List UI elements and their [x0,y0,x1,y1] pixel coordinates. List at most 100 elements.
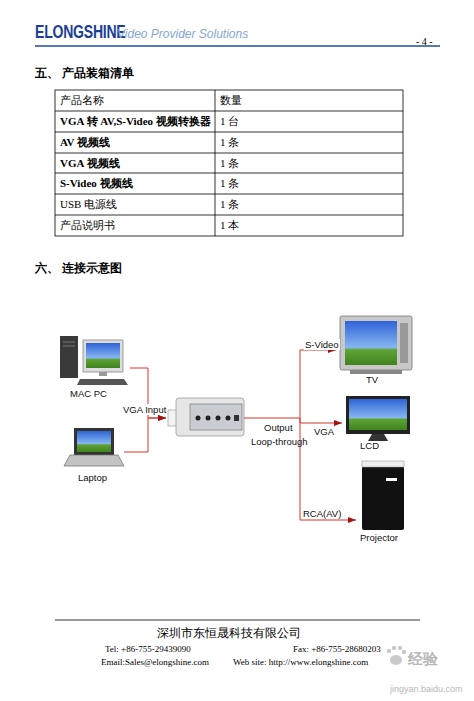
contact-text: Email:Sales@elongshine.com [101,657,209,668]
signal-wire [300,418,356,520]
table-cell: VGA 视频线 [60,157,120,170]
converter-box-part [226,416,231,421]
company-name: 深圳市东恒晟科技有限公司 [157,627,301,641]
contact-text: Tel: +86-755-29439090 [105,644,191,655]
projector-part [362,466,404,530]
signal-label: RCA(AV) [302,508,342,519]
desktop-computer-part [63,346,75,347]
watermark-paw-part [398,646,402,650]
desktop-computer-part [77,379,128,385]
converter-node: OutputLoop-through [166,393,300,451]
laptop-computer-part [74,428,114,455]
watermark-paw [387,646,406,665]
watermark-paw-part [387,649,391,653]
table-cell: VGA 转 AV,S-Video 视频转换器 [60,115,211,128]
signal-wire [300,418,342,423]
device-caption: Output [264,422,293,433]
table-cell: 1 条 [220,136,239,149]
lcd-monitor-part [368,434,388,441]
device-caption: LCD [360,440,379,451]
device-caption: Loop-through [251,436,308,447]
projector-part [362,461,404,467]
device-caption: Projector [360,532,398,543]
tv-set-part [400,323,408,363]
watermark-paw-part [390,655,402,665]
footer-rule [55,620,420,621]
table-grid-part [215,90,216,236]
watermark: jingyan.baidu.com [390,684,463,695]
watermark-paw-part [402,650,406,654]
desktop-computer-part [99,372,107,376]
lcd-node: LCD [342,392,414,454]
watermark: 经验 [408,650,438,668]
device-caption: TV [366,374,378,385]
table-cell: 1 条 [220,177,239,190]
table-cell: 数量 [220,94,242,107]
lcd-monitor-part [346,396,410,434]
signal-label: VGA [313,426,335,437]
table-cell: 1 条 [220,198,239,211]
output-wire-part [244,418,300,419]
table-grid-part [55,194,403,195]
section-heading: 五、 产品装箱清单 [35,66,134,80]
converter-box-part [216,416,221,421]
table-grid-part [55,215,403,216]
header-rule [35,46,440,47]
contact-text: Fax: +86-755-28680203 [293,644,381,655]
device-caption: Laptop [78,472,107,483]
converter-box-part [176,398,244,436]
laptop-node: Laptop [62,424,124,484]
lcd-monitor-part [349,399,407,430]
laptop-computer [64,428,124,466]
table-grid [55,90,403,236]
table-grid-part [55,132,403,133]
table-cell: S-Video 视频线 [60,177,133,190]
signal-label: VGA Input [122,404,167,415]
table-grid-part [55,90,403,236]
output-wire [244,418,300,419]
tv-set-part [350,370,402,374]
table-cell: 1 本 [220,219,239,232]
table-cell: 1 台 [220,115,239,128]
projector-part [386,478,397,481]
tv-set-part [340,316,412,370]
tv-set [340,316,412,374]
desktop-computer-part [63,342,75,343]
watermark-paw-part [392,646,396,650]
desktop-computer-part [86,343,120,368]
laptop-computer-part [77,431,111,452]
table-cell: AV 视频线 [60,136,110,149]
contact-text: Web site: http://www.elongshine.com [233,657,368,668]
desktop-computer-part [60,336,78,378]
table-cell: 产品名称 [60,94,104,107]
laptop-computer-part [64,455,124,466]
signal-wire [300,350,336,418]
page-number: - 4 - [416,36,433,48]
tagline: Video Provider Solutions [117,27,248,41]
tv-node: TV [336,312,416,388]
computer-node: MAC PC [55,330,130,400]
lcd-monitor [346,396,410,441]
converter-box-part [196,416,201,421]
tv-set-part [345,321,397,365]
table-grid-part [55,111,403,112]
projector-node: Projector [356,458,412,548]
header-rule-part [35,45,440,47]
section-heading: 六、 连接示意图 [35,261,122,275]
table-cell: 1 条 [220,157,239,170]
table-cell: USB 电源线 [60,198,117,211]
table-grid-part [55,153,403,154]
projector [362,461,404,530]
converter-box-part [234,415,239,421]
table-cell: 产品说明书 [60,219,115,232]
table-grid-part [55,173,403,174]
converter-box [168,398,244,436]
signal-label: S-Video [304,339,340,350]
converter-box-part [190,404,242,430]
device-caption: MAC PC [70,388,107,399]
desktop-computer-part [83,340,123,372]
logo-text: ELONGSHINE [35,22,125,44]
signal-wire [124,418,166,452]
converter-box-part [206,416,211,421]
